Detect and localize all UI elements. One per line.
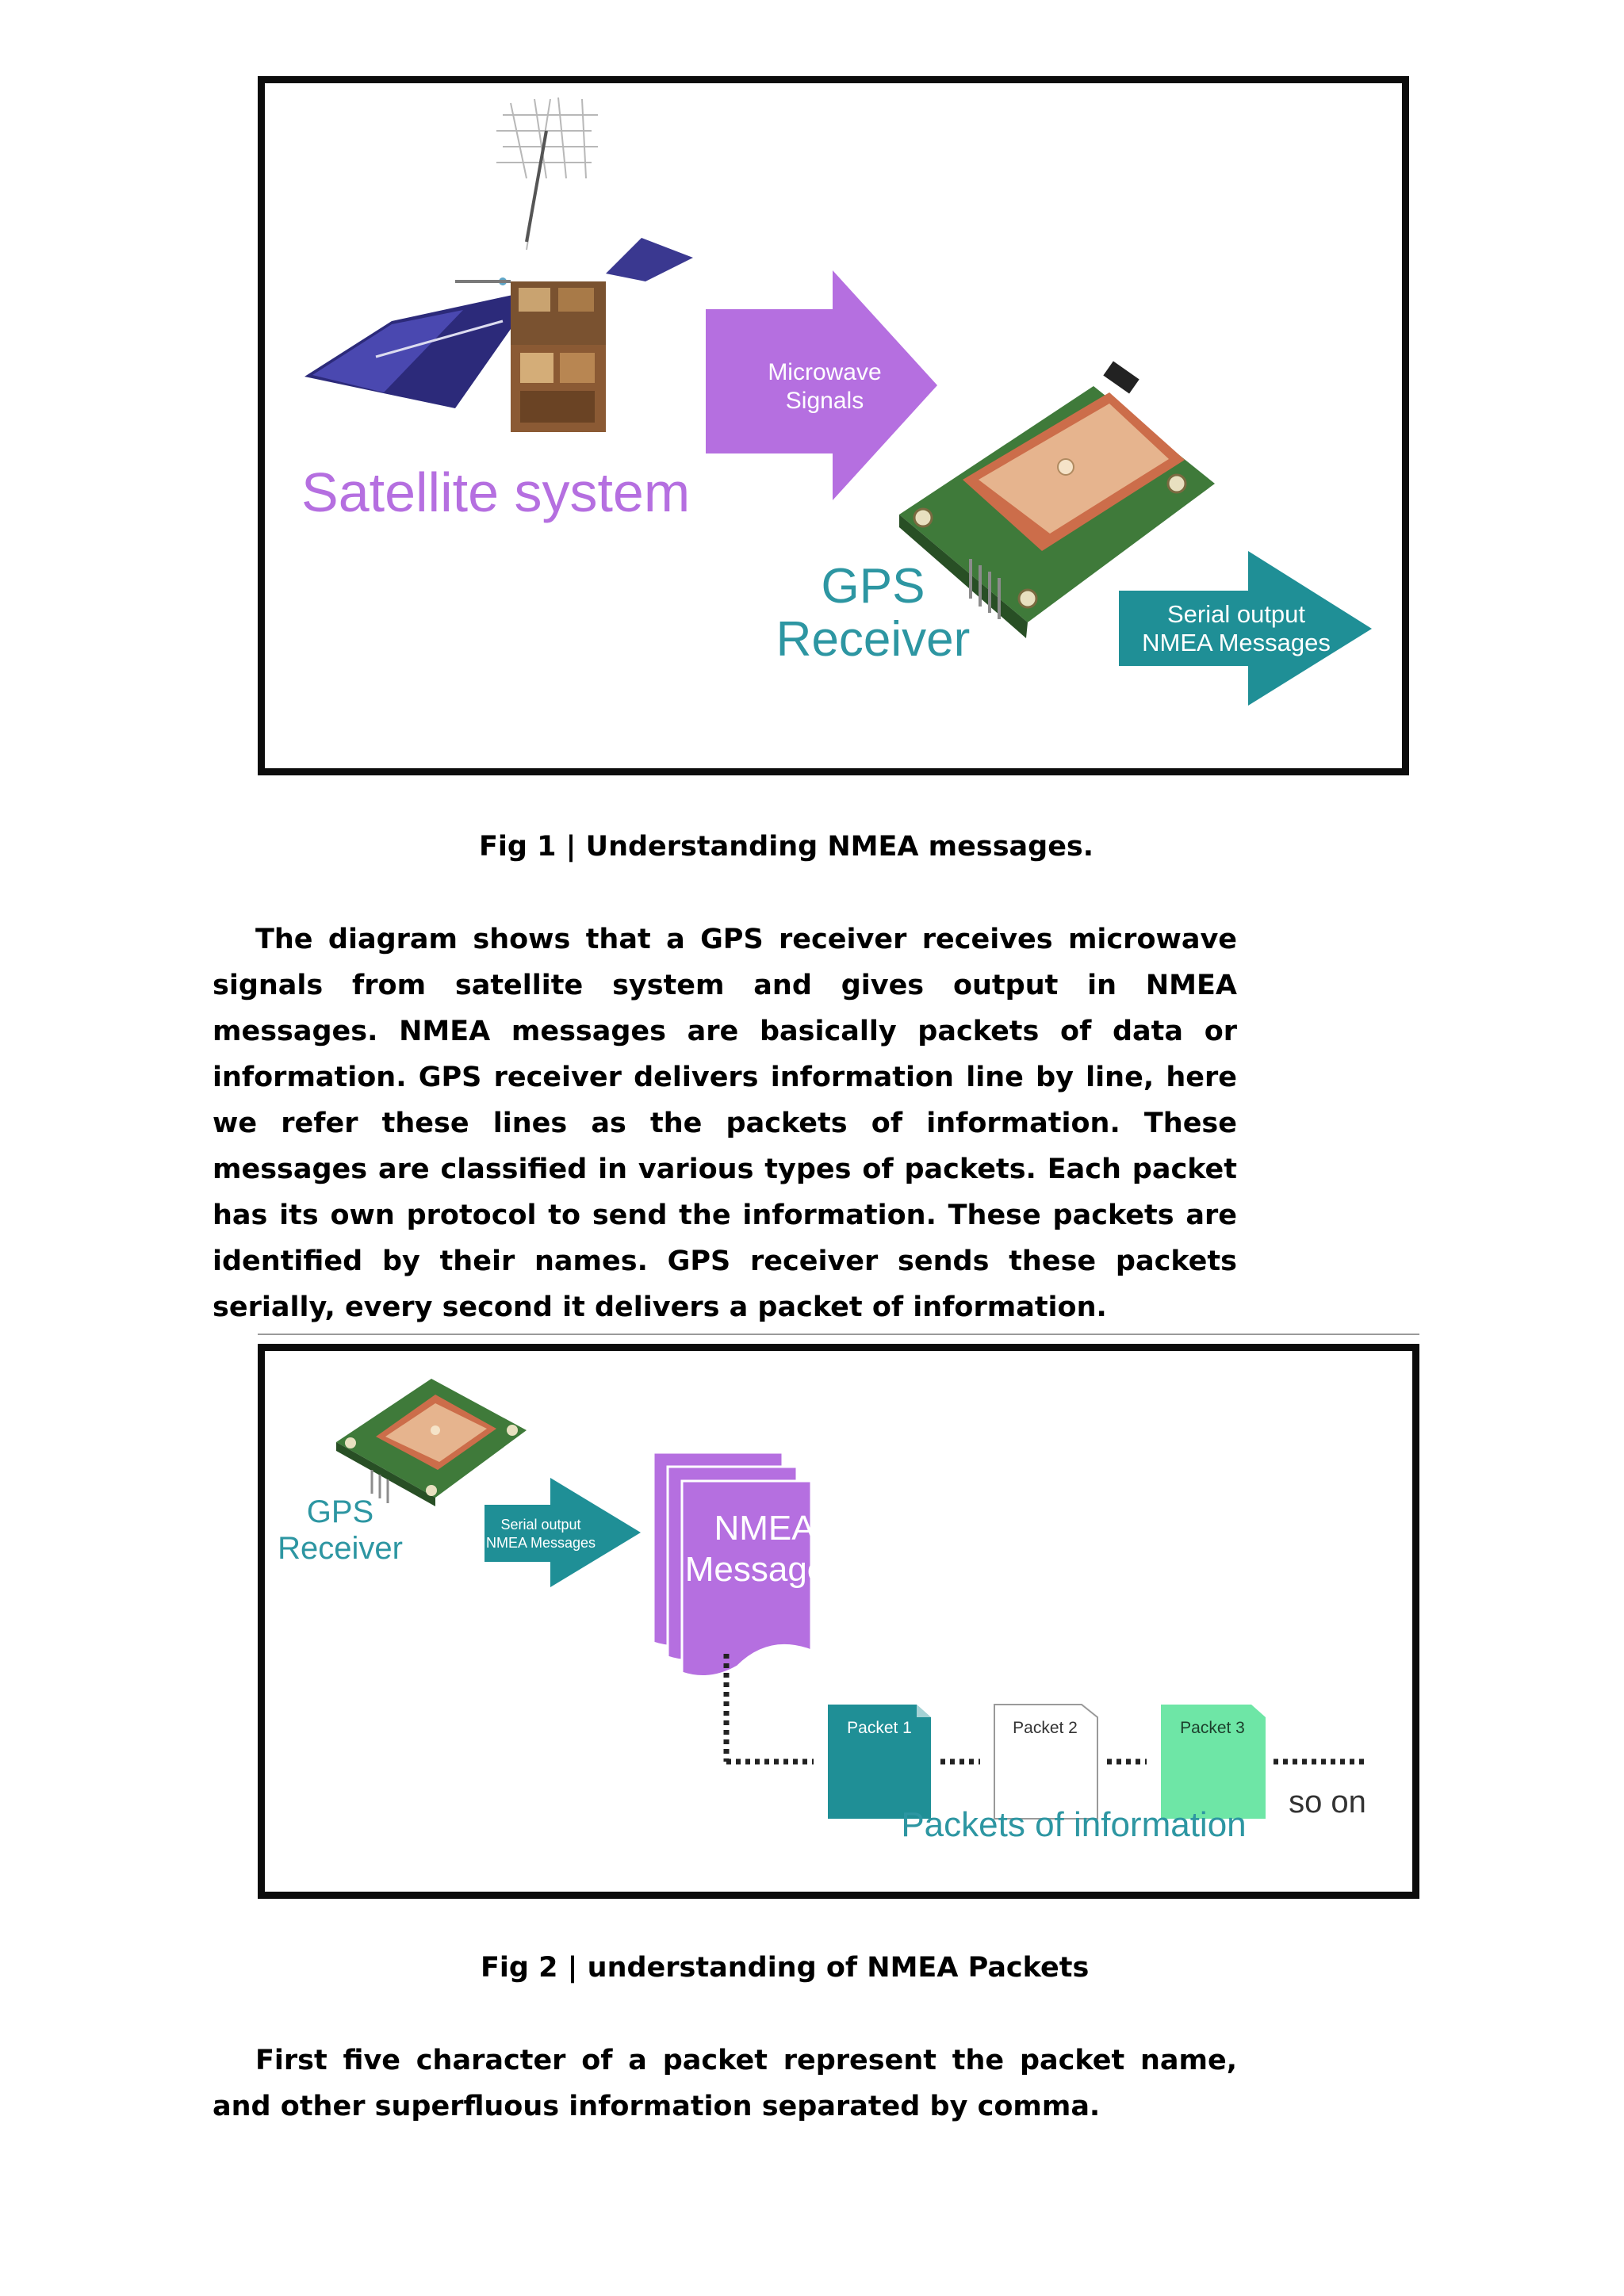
satellite-system-label: Satellite system [301,461,690,523]
nmea-label-line2: Messages [685,1550,845,1589]
packets-of-information-label: Packets of information [901,1805,1246,1844]
packet-dotted-connector [723,1654,1369,1765]
microwave-label-line2: Signals [786,388,864,414]
packet-3 [1161,1705,1266,1819]
fig2-gps-label-line2: Receiver [278,1531,403,1566]
figure-1-caption: Fig 1 | Understanding NMEA messages. [479,831,1094,863]
fig2-serial-output-arrow [485,1478,641,1587]
body-paragraph-1: The diagram shows that a GPS receiver re… [213,924,1237,1323]
packet-3-label: Packet 3 [1180,1719,1245,1737]
packet-1-label: Packet 1 [847,1719,912,1737]
so-on-label: so on [1289,1785,1366,1820]
fig2-serial-label-line2: NMEA Messages [486,1535,596,1551]
serial-label-line2: NMEA Messages [1142,629,1331,656]
packet-2 [994,1704,1098,1820]
gps-receiver-board [899,361,1215,638]
figure-2-nmea-packets: GPS Receiver Serial output NMEA Messages… [258,1344,1419,1899]
serial-label-line1: Serial output [1167,600,1305,628]
figure-1-nmea-overview: Microwave Signals Satellite system GPS R… [258,76,1409,775]
microwave-label-line1: Microwave [768,359,881,385]
nmea-messages-stack [652,1451,813,1678]
fig2-gps-label-line1: GPS [307,1494,373,1529]
figure-2-top-rule [258,1334,1419,1335]
nmea-label-line1: NMEA [714,1509,815,1548]
figure-2-caption: Fig 2 | understanding of NMEA Packets [481,1952,1090,1984]
satellite-illustration [304,97,693,433]
microwave-signals-arrow [706,270,937,500]
body-paragraph-2: First five character of a packet represe… [213,2045,1237,2122]
packet-1 [828,1705,931,1819]
gps-receiver-label-line2: Receiver [776,612,971,667]
fig2-serial-label-line1: Serial output [500,1517,580,1533]
serial-output-arrow [1119,551,1372,706]
packet-2-label: Packet 2 [1013,1719,1078,1737]
gps-receiver-label-line1: GPS [822,559,925,614]
gps-receiver-board-small [336,1379,527,1506]
